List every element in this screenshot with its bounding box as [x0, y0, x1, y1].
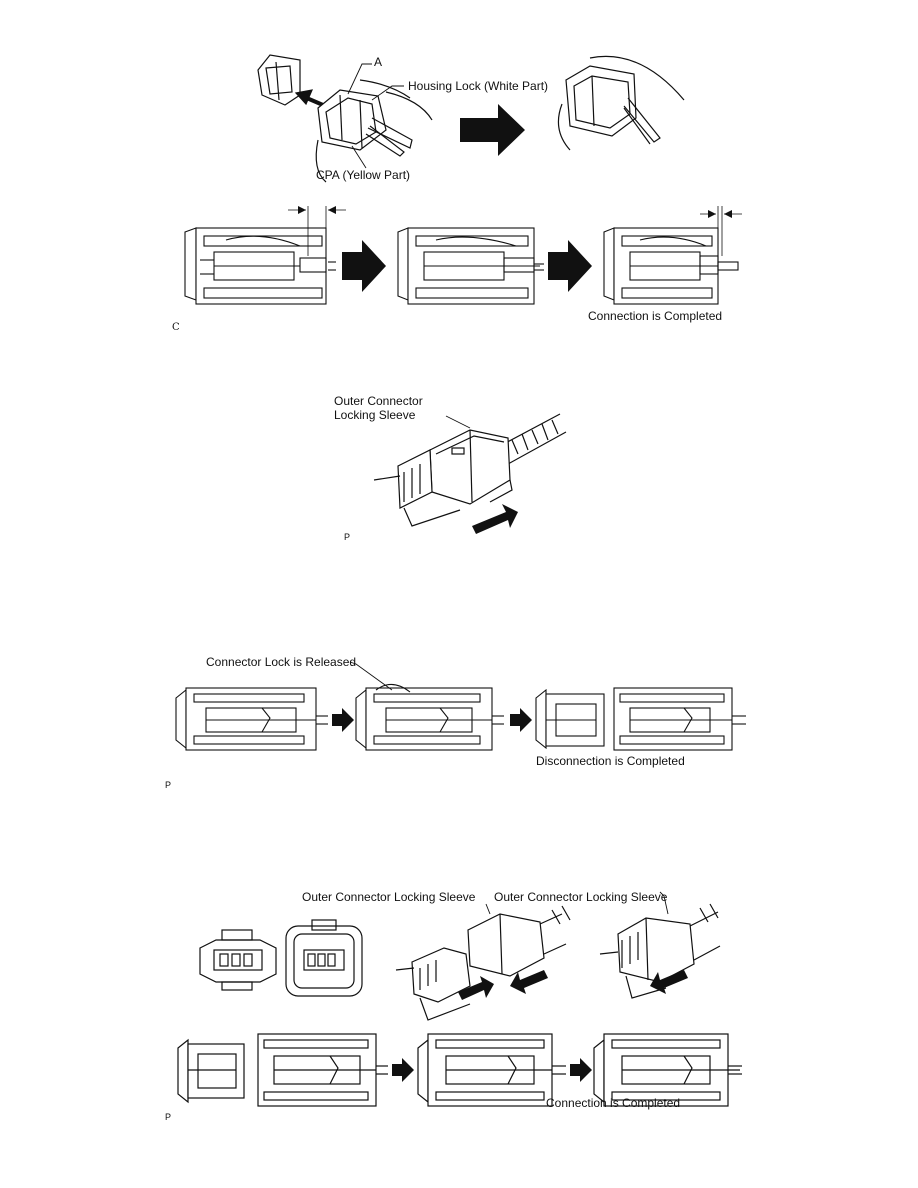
- arrow-icon: [392, 1058, 414, 1082]
- label-disconnection-completed: Disconnection is Completed: [536, 754, 685, 768]
- label-sleeve-left: Outer Connector Locking Sleeve: [302, 890, 476, 904]
- arrow-icon: [342, 240, 386, 292]
- push-arrow-icon: [650, 970, 688, 994]
- push-arrow-icon: [458, 976, 494, 1000]
- figure-cpa-connection: A Housing Lock (White Part) CPA (Yellow …: [0, 0, 918, 340]
- label-housing-lock: Housing Lock (White Part): [408, 79, 549, 93]
- figure-sleeve-drawing: [373, 413, 567, 534]
- label-sleeve-right: Outer Connector Locking Sleeve: [494, 890, 668, 904]
- figure-tag: C: [172, 322, 180, 333]
- figure-cpa-drawing: [184, 54, 742, 305]
- figure-tag: P: [165, 1112, 172, 1122]
- figure-locking-sleeve: Outer Connector Locking Sleeve P: [0, 380, 918, 550]
- label-sleeve-line1: Outer Connector: [334, 394, 423, 408]
- arrow-icon: [332, 708, 354, 732]
- figure-tag: P: [165, 780, 172, 790]
- figure-sleeve-connection: Outer Connector Locking Sleeve Outer Con…: [0, 884, 918, 1124]
- label-sleeve-line2: Locking Sleeve: [334, 408, 416, 422]
- push-arrow-icon: [472, 504, 518, 534]
- figure-sleeve-connect-drawing: [177, 891, 742, 1107]
- push-arrow-icon: [510, 970, 548, 994]
- figure-disconnection: Connector Lock is Released Disconnection…: [0, 648, 918, 798]
- label-a: A: [374, 55, 383, 69]
- arrow-icon: [548, 240, 592, 292]
- label-cpa: CPA (Yellow Part): [316, 168, 411, 182]
- label-connection-completed: Connection is Completed: [546, 1096, 681, 1110]
- label-connection-completed: Connection is Completed: [588, 309, 723, 323]
- figure-tag: P: [344, 532, 351, 542]
- arrow-icon: [510, 708, 532, 732]
- big-arrow-icon: [460, 104, 525, 156]
- arrow-icon: [570, 1058, 592, 1082]
- figure-disconnect-drawing: [175, 661, 746, 751]
- label-lock-released: Connector Lock is Released: [206, 655, 357, 669]
